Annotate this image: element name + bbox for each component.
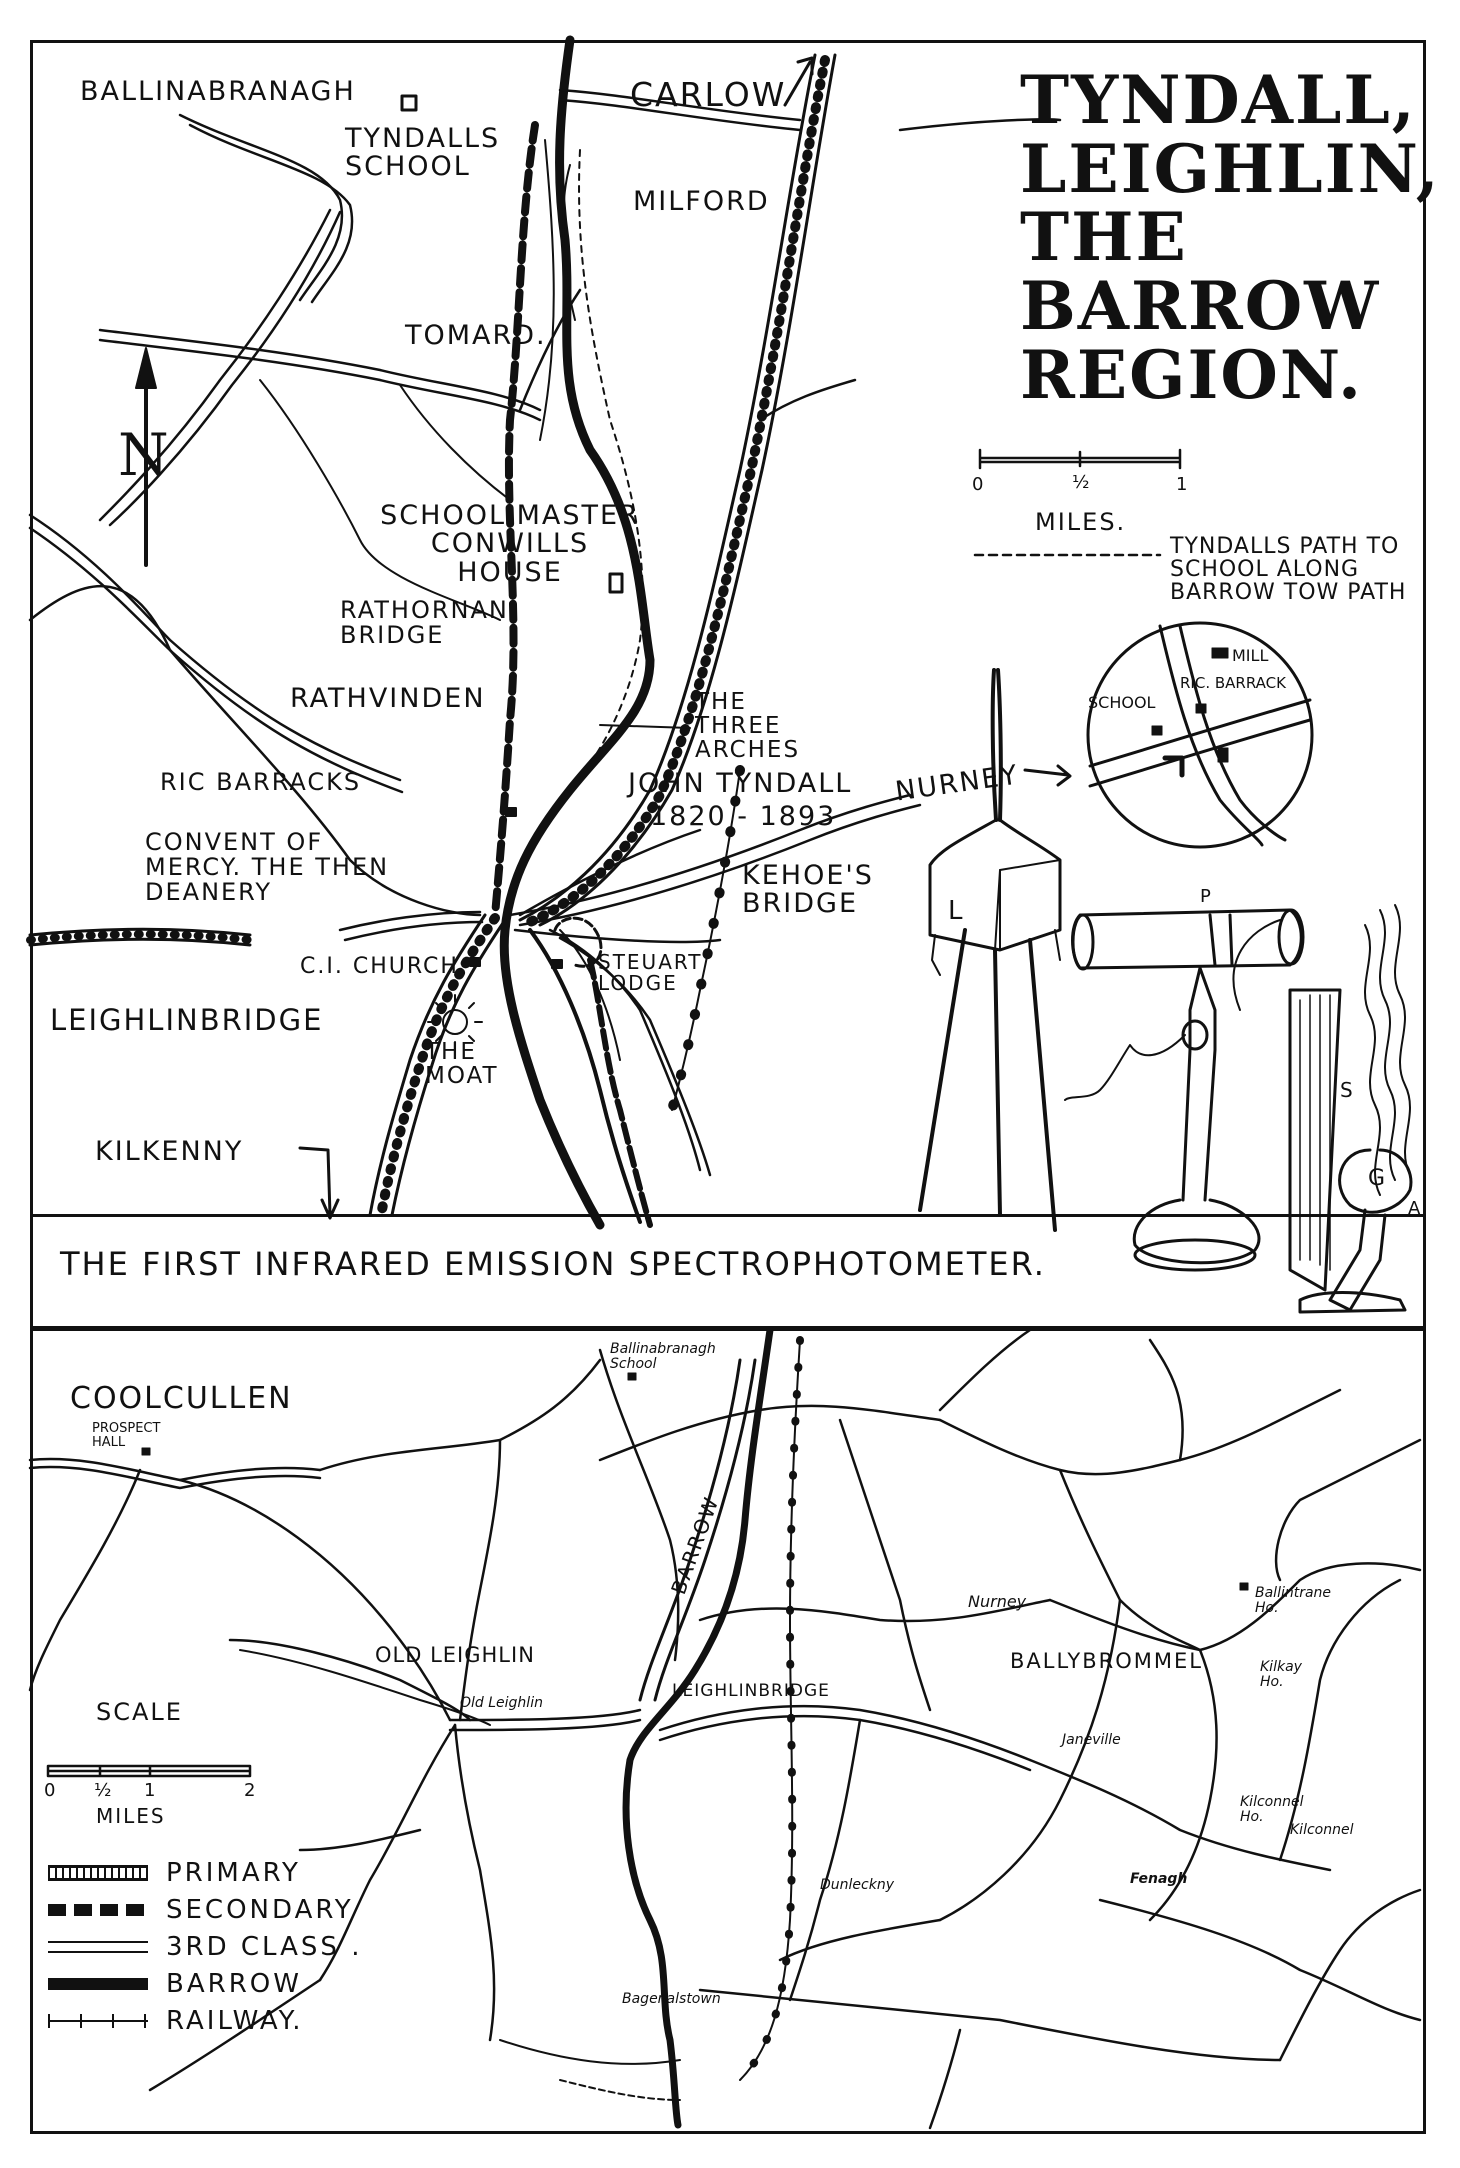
- inset-ric-barrack: RIC. BARRACK: [1180, 674, 1286, 692]
- panel-divider: [30, 1326, 1426, 1329]
- legend-railway-label: RAILWAY.: [166, 2006, 304, 2036]
- legend-secondary-swatch: [48, 1904, 148, 1916]
- scale-unit: MILES.: [1035, 508, 1127, 536]
- john-tyndall-years: 1820 - 1893: [650, 801, 837, 832]
- legend-barrow: BARROW: [48, 1969, 302, 1999]
- primary-road-top-b: [538, 53, 837, 927]
- bottom-scale-unit: MILES: [96, 1804, 166, 1828]
- place-schoolmaster-house: SCHOOL MASTER CONWILLS HOUSE: [380, 500, 640, 588]
- barrow-river-top: [499, 35, 655, 1230]
- place-tomard: TOMARD.: [405, 320, 547, 351]
- title-line: LEIGHLIN,: [1020, 129, 1441, 208]
- place-dunleckny: Dunleckny: [820, 1877, 894, 1893]
- primary-road-top-ticks: [525, 55, 830, 927]
- place-convent-of-mercy: CONVENT OF MERCY. THE THEN DEANERY: [145, 828, 390, 907]
- place-nurney-bottom: Nurney: [968, 1592, 1027, 1611]
- bottom-scale-half: ½: [94, 1780, 114, 1801]
- legend-railway-swatch: [48, 2014, 148, 2028]
- legend-third-class-label: 3RD CLASS .: [166, 1932, 363, 1962]
- legend-secondary-label: SECONDARY: [166, 1895, 354, 1925]
- john-tyndall-label: JOHN TYNDALL: [628, 768, 853, 799]
- bottom-map-panel: [30, 1328, 1426, 2134]
- legend-railway: RAILWAY.: [48, 2006, 304, 2036]
- inset-map-circle: [1086, 621, 1314, 849]
- place-janeville: Janeville: [1062, 1732, 1121, 1748]
- caption-divider: [30, 1214, 1426, 1217]
- bottom-scale-two: 2: [244, 1780, 258, 1801]
- legend-third-class: 3RD CLASS .: [48, 1932, 362, 1962]
- tow-path-legend: TYNDALLS PATH TO SCHOOL ALONG BARROW TOW…: [1170, 534, 1407, 606]
- place-kehoes-bridge: KEHOE'S BRIDGE: [742, 860, 874, 920]
- scale-half: ½: [1072, 472, 1092, 493]
- scale-zero: 0: [972, 474, 986, 495]
- secondary-road-top: [491, 121, 539, 919]
- place-three-arches: THE THREE ARCHES: [695, 689, 801, 764]
- apparatus-label-a: A: [1408, 1198, 1423, 1219]
- inset-school: SCHOOL: [1088, 693, 1156, 712]
- bottom-scale-zero: 0: [44, 1780, 58, 1801]
- place-fenagh: Fenagh: [1130, 1871, 1188, 1887]
- title-line: THE: [1020, 198, 1188, 277]
- apparatus-label-l: L: [948, 896, 965, 926]
- primary-road-top-a: [518, 53, 817, 922]
- title-line: REGION.: [1020, 335, 1363, 414]
- legend-primary-label: PRIMARY: [166, 1858, 301, 1888]
- place-leighlinbridge-bottom: LEIGHLINBRIDGE: [672, 1681, 830, 1701]
- place-old-leighlin-small: Old Leighlin: [460, 1695, 543, 1711]
- place-ballinabranagh: BALLINABRANAGH: [80, 76, 356, 107]
- legend-primary: PRIMARY: [48, 1858, 301, 1888]
- place-prospect-hall: PROSPECT HALL: [92, 1421, 161, 1450]
- place-ci-church: C.I. CHURCH: [300, 954, 459, 979]
- title-line: TYNDALL,: [1020, 61, 1417, 139]
- place-kilkenny: KILKENNY: [95, 1136, 244, 1167]
- place-steuart-lodge: STEUART LODGE: [598, 950, 703, 995]
- legend-third-class-swatch: [48, 1941, 148, 1953]
- bottom-scale-one: 1: [144, 1780, 158, 1801]
- place-ballybrommel: BALLYBROMMEL: [1010, 1649, 1203, 1673]
- place-old-leighlin: OLD LEIGHLIN: [375, 1643, 535, 1667]
- place-kilconnel: Kilconnel: [1290, 1822, 1354, 1838]
- north-label: N: [118, 421, 171, 489]
- place-ballintrane: Ballintrane Ho.: [1255, 1585, 1332, 1616]
- place-rathvinden: RATHVINDEN: [290, 683, 486, 714]
- place-kilkay: Kilkay Ho.: [1260, 1659, 1302, 1690]
- legend-barrow-swatch: [48, 1978, 148, 1990]
- place-bagenalstown: Bagenalstown: [622, 1991, 721, 2007]
- place-ballinabranagh-school: Ballinabranagh School: [610, 1341, 716, 1372]
- place-coolcullen: COOLCULLEN: [70, 1381, 293, 1416]
- place-milford: MILFORD: [633, 186, 770, 217]
- scale-one: 1: [1176, 474, 1190, 495]
- apparatus-caption: THE FIRST INFRARED EMISSION SPECTROPHOTO…: [60, 1245, 1046, 1283]
- map-title: TYNDALL, LEIGHLIN, THE BARROW REGION.: [1020, 66, 1441, 409]
- bottom-scale-title: SCALE: [96, 1698, 183, 1726]
- legend-primary-swatch: [48, 1865, 148, 1881]
- apparatus-label-s: S: [1340, 1078, 1355, 1102]
- kilkenny-road-ticks: [376, 913, 500, 1220]
- apparatus-label-g: G: [1368, 1166, 1388, 1191]
- place-carlow: CARLOW: [630, 75, 787, 114]
- place-leighlinbridge-top: LEIGHLINBRIDGE: [50, 1003, 324, 1037]
- place-kilconnel-ho: Kilconnel Ho.: [1240, 1794, 1304, 1825]
- barrow-river-bottom: [622, 1326, 774, 2129]
- legend-secondary: SECONDARY: [48, 1895, 354, 1925]
- place-rathornan-bridge: RATHORNAN BRIDGE: [340, 596, 509, 650]
- place-ric-barracks: RIC BARRACKS: [160, 768, 362, 796]
- title-line: BARROW: [1020, 266, 1381, 345]
- tow-path: [559, 149, 644, 801]
- legend-barrow-label: BARROW: [166, 1969, 302, 1999]
- inset-mill: MILL: [1232, 646, 1269, 665]
- kilkenny-road-a: [368, 913, 487, 1217]
- place-the-moat: THE MOAT: [425, 1039, 499, 1090]
- place-tyndalls-school: TYNDALLS SCHOOL: [345, 123, 501, 183]
- apparatus-label-p: P: [1200, 886, 1213, 907]
